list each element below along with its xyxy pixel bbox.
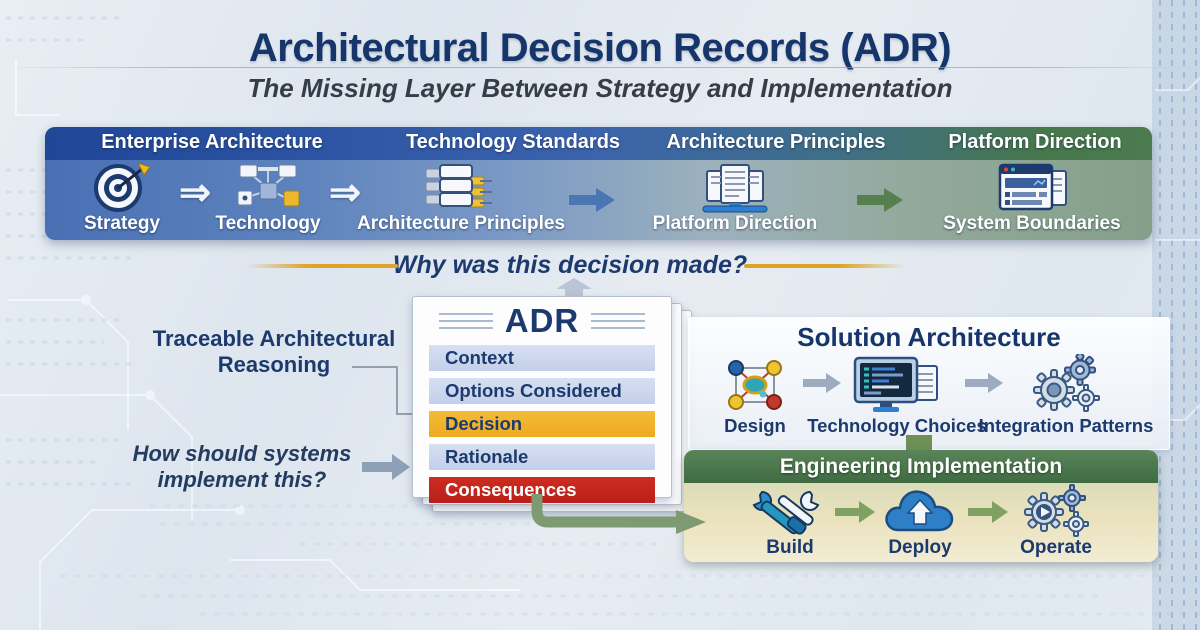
sa-item-label: Technology Choices (807, 415, 987, 436)
banner-header-enterprise-architecture: Enterprise Architecture (101, 131, 323, 153)
title-divider (0, 67, 1200, 68)
browser-window-icon (932, 161, 1132, 213)
adr-row-rationale: Rationale (429, 444, 655, 470)
ei-item-deploy: Deploy (850, 485, 990, 559)
target-icon (45, 161, 222, 213)
banner-header-bar: Enterprise Architecture Technology Stand… (45, 127, 1152, 160)
network-graph-icon (665, 355, 845, 415)
flowchart-icon (168, 161, 368, 213)
ei-item-build: Build (720, 485, 860, 559)
adr-row-options-considered: Options Considered (429, 378, 655, 404)
cloud-upload-icon (850, 485, 990, 537)
banner-item-label: System Boundaries (943, 213, 1121, 234)
adr-card-header: ADR (413, 299, 671, 343)
solution-architecture-title: Solution Architecture (797, 322, 1061, 352)
arrow-right-icon (569, 188, 615, 212)
double-arrow-icon: ⇒ (179, 172, 211, 214)
gold-divider-left (246, 264, 398, 268)
implement-question-label: How should systems implement this? (132, 441, 352, 492)
engineering-implementation-title: Engineering Implementation (684, 450, 1158, 483)
banner-item-label: Technology (215, 213, 321, 234)
ei-item-operate: Operate (986, 484, 1126, 559)
ei-item-label: Operate (1020, 537, 1092, 558)
ruled-lines-icon (591, 313, 646, 329)
gold-divider-right (744, 264, 906, 268)
double-arrow-icon: ⇒ (329, 172, 361, 214)
adr-card-title: ADR (504, 302, 580, 339)
page-title: Architectural Decision Records (ADR) (248, 26, 952, 70)
sa-item-design: Design (665, 355, 845, 437)
banner-item-label: Architecture Principles (357, 213, 566, 234)
arrow-right-icon (362, 454, 410, 480)
banner-item-label: Platform Direction (652, 213, 818, 234)
banner-item-platform-direction: Platform Direction (635, 161, 835, 235)
banner-header-architecture-principles: Architecture Principles (666, 131, 886, 153)
banner-item-label: Strategy (83, 213, 161, 234)
page-subtitle: The Missing Layer Between Strategy and I… (247, 73, 953, 103)
arrow-right-icon (803, 373, 841, 393)
code-monitor-icon (807, 355, 987, 415)
connector-traceable-line (352, 366, 412, 415)
server-stack-icon (357, 161, 557, 213)
banner-item-system-boundaries: System Boundaries (932, 161, 1132, 235)
sa-item-integration-patterns: Integration Patterns (976, 354, 1156, 437)
sa-item-label: Integration Patterns (978, 415, 1154, 436)
banner-body: Strategy ⇒ (45, 160, 1152, 240)
sa-item-technology-choices: Technology Choices (807, 355, 987, 437)
adr-card: ADR Context Options Considered Decision … (412, 296, 672, 503)
banner-item-technology: Technology (168, 161, 368, 235)
arrow-right-icon (965, 373, 1003, 393)
arrow-right-icon (835, 501, 875, 523)
adr-rows: Context Options Considered Decision Rati… (429, 345, 655, 503)
ruled-lines-icon (438, 313, 493, 329)
arrow-up-icon (551, 278, 597, 298)
gears-icon (976, 354, 1156, 415)
gears-play-icon (986, 484, 1126, 537)
engineering-implementation-body: Build Deploy (684, 483, 1158, 562)
ei-item-label: Build (766, 537, 814, 558)
tools-icon (720, 485, 860, 537)
banner-header-technology-standards: Technology Standards (405, 131, 621, 153)
engineering-implementation-panel: Engineering Implementation Build (684, 450, 1158, 562)
banner-item-strategy: Strategy (45, 161, 222, 235)
documents-icon (635, 161, 835, 213)
banner-item-architecture-principles: Architecture Principles (357, 161, 566, 235)
traceable-reasoning-label: Traceable Architectural Reasoning (152, 326, 396, 377)
arrow-right-icon (857, 188, 903, 212)
solution-architecture-panel: Solution Architecture (688, 317, 1170, 450)
sa-item-label: Design (724, 415, 786, 436)
connector-sa-to-ei (906, 435, 932, 452)
ei-item-label: Deploy (888, 537, 952, 558)
banner-header-platform-direction: Platform Direction (948, 131, 1122, 153)
connector-adr-to-ei (531, 494, 706, 534)
adr-row-context: Context (429, 345, 655, 371)
question-divider-text: Why was this decision made? (392, 251, 748, 279)
arrow-right-icon (968, 501, 1008, 523)
adr-row-decision: Decision (429, 411, 655, 437)
enterprise-banner: Enterprise Architecture Technology Stand… (45, 127, 1152, 240)
